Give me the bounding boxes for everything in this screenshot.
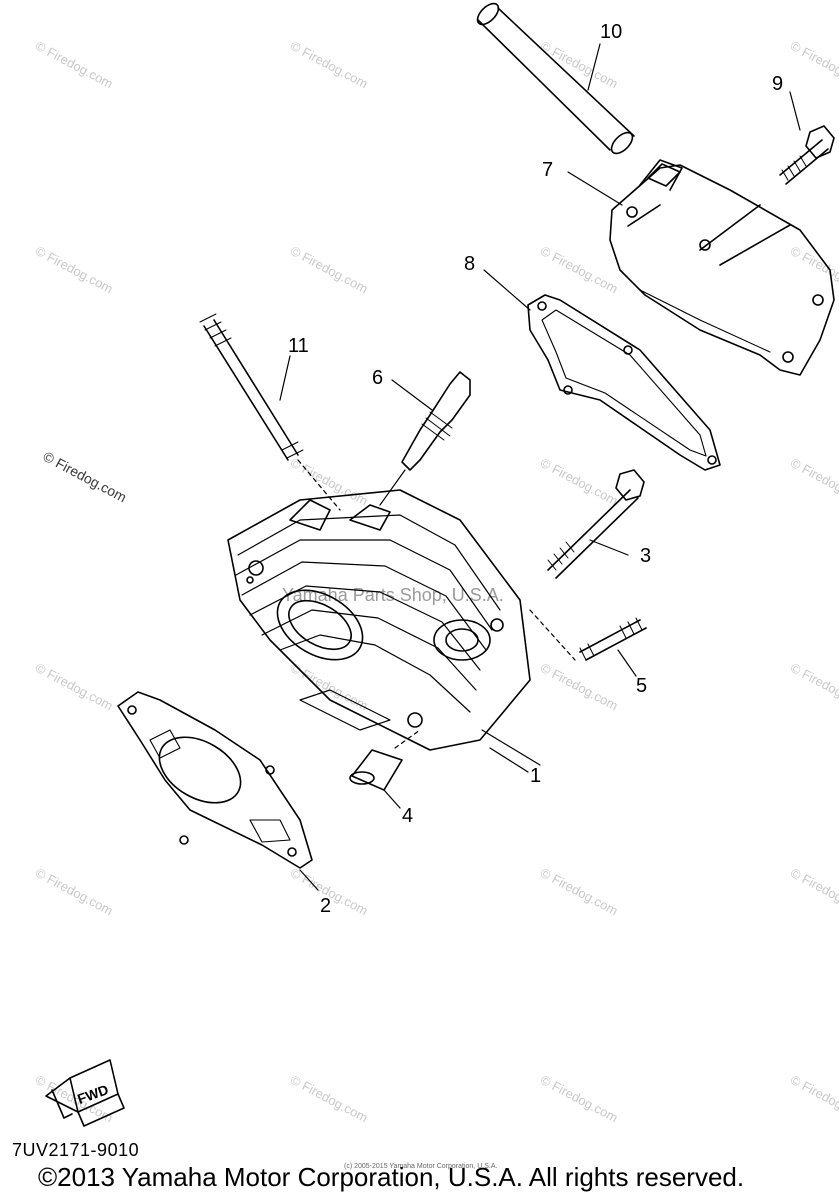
callout-10: 10 xyxy=(600,21,623,43)
part-1-cylinder-head xyxy=(227,489,541,766)
tiny-credit-text: (c) 2005-2015 Yamaha Motor Corporation, … xyxy=(344,1163,498,1170)
callout-4: 4 xyxy=(402,805,414,827)
fwd-arrow-icon xyxy=(45,1059,125,1127)
part-8-gasket xyxy=(527,294,721,471)
callout-9: 9 xyxy=(772,73,784,95)
part-3-bolt xyxy=(547,469,645,579)
part-5-stud xyxy=(529,609,647,661)
part-2-gasket xyxy=(117,691,319,891)
leader-lines xyxy=(279,43,801,773)
part-9-bolt xyxy=(779,125,835,185)
part-7-cover xyxy=(609,159,835,376)
callout-5: 5 xyxy=(636,675,648,697)
callout-6: 6 xyxy=(372,367,384,389)
diagram-part-code: 7UV2171-9010 xyxy=(12,1140,140,1160)
part-6-spark-plug xyxy=(379,371,471,506)
callout-8: 8 xyxy=(464,253,476,275)
callout-7: 7 xyxy=(542,159,554,181)
part-10-hose xyxy=(476,2,635,155)
copyright-notice: ©2013 Yamaha Motor Corporation, U.S.A. A… xyxy=(38,1162,745,1192)
callout-11: 11 xyxy=(288,335,309,357)
part-4-dowel xyxy=(349,729,421,809)
callout-2: 2 xyxy=(320,895,332,917)
callout-1: 1 xyxy=(530,765,542,787)
part-11-stud xyxy=(199,313,341,511)
fwd-label: FWD xyxy=(75,1081,110,1107)
callout-3: 3 xyxy=(640,545,652,567)
